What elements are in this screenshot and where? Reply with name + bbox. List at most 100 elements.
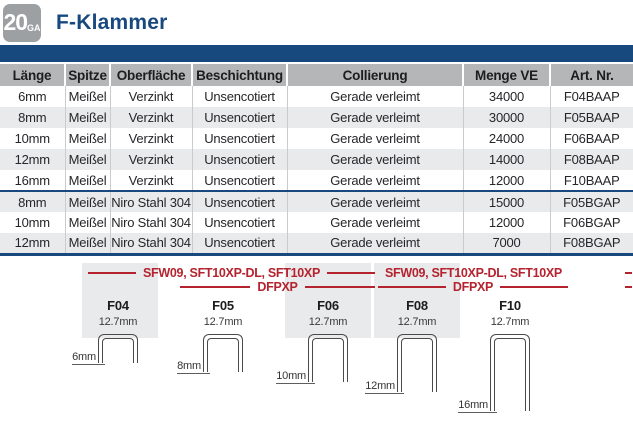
- table-cell: Meißel: [65, 128, 111, 149]
- table-cell: 30000: [463, 107, 551, 128]
- staple-column: F06 12.7mm 10mm: [276, 297, 373, 384]
- table-cell: Verzinkt: [110, 128, 193, 149]
- compatible-tools-annotation: DFPXP: [378, 280, 568, 294]
- table-cell: 12mm: [0, 149, 66, 170]
- table-cell: Gerade verleimt: [287, 128, 464, 149]
- page-title: F-Klammer: [56, 10, 168, 34]
- table-cell: 8mm: [0, 107, 66, 128]
- table-header-cell: Spitze: [65, 64, 111, 86]
- table-cell: Unsencotiert: [192, 233, 288, 254]
- staple-column: F08 12.7mm 12mm: [365, 297, 462, 394]
- staple-leg-length-label: 12mm: [365, 380, 404, 394]
- staple-model-label: F10: [499, 297, 521, 313]
- table-cell: Meißel: [65, 86, 111, 107]
- line-continuation-dash: [625, 271, 632, 274]
- compatible-tools-annotation: SFW09, SFT10XP-DL, SFT10XP: [88, 266, 375, 280]
- table-cell: Niro Stahl 304: [110, 233, 193, 254]
- table-cell: Unsencotiert: [192, 212, 288, 233]
- table-cell: F10BAAP: [563, 172, 620, 188]
- staple-shape: 12mm: [365, 333, 437, 394]
- staple-shape: 16mm: [458, 333, 530, 413]
- table-cell: Unsencotiert: [192, 149, 288, 170]
- table-cell: Meißel: [65, 170, 111, 191]
- table-header-cell: Länge: [0, 64, 66, 86]
- staple-crown-width-label: 12.7mm: [397, 315, 437, 328]
- table-cell: 14000: [463, 149, 551, 170]
- gauge-unit: GA: [27, 23, 41, 33]
- table-cell: Unsencotiert: [192, 107, 288, 128]
- staple-crown-width-label: 12.7mm: [308, 315, 348, 328]
- table-cell: F05BAAP: [563, 110, 620, 125]
- table-cell: Gerade verleimt: [287, 233, 464, 254]
- table-cell: Gerade verleimt: [287, 170, 464, 191]
- staple-leg-length-label: 10mm: [276, 370, 315, 384]
- table-cell: F04BAAP: [563, 89, 620, 104]
- table-cell: 10mm: [0, 128, 66, 149]
- line-continuation-dash: [625, 285, 632, 288]
- table-cell: 34000: [463, 86, 551, 107]
- staple-shape: 8mm: [177, 333, 243, 374]
- staple-leg-length-label: 16mm: [458, 399, 497, 413]
- table-cell: 12000: [463, 212, 551, 233]
- table-cell: 12000: [463, 170, 551, 191]
- table-cell: Gerade verleimt: [287, 149, 464, 170]
- table-cell: Verzinkt: [110, 86, 193, 107]
- table-cell: 8mm: [0, 190, 66, 212]
- table-cell: Unsencotiert: [192, 190, 288, 212]
- table-cell: Niro Stahl 304: [110, 190, 193, 212]
- table-header-cell: Oberfläche: [110, 64, 193, 86]
- table-cell: 16mm: [0, 170, 66, 191]
- table-cell: Gerade verleimt: [287, 212, 464, 233]
- table-cell: F08BGAP: [563, 235, 621, 251]
- table-cell: Unsencotiert: [192, 86, 288, 107]
- staple-crown-width-label: 12.7mm: [203, 315, 243, 328]
- staple-crown-width-label: 12.7mm: [98, 315, 138, 328]
- staple-column: F04 12.7mm 6mm: [72, 297, 163, 365]
- staple-model-label: F06: [317, 297, 339, 313]
- staple-leg-length-label: 8mm: [177, 360, 210, 374]
- staple-column: F10 12.7mm 16mm: [458, 297, 555, 413]
- table-cell: F06BAAP: [563, 131, 620, 146]
- staple-column: F05 12.7mm 8mm: [177, 297, 268, 374]
- table-cell: Meißel: [65, 233, 111, 254]
- table-header-cell: Collierung: [287, 64, 464, 86]
- table-cell: Meißel: [65, 190, 111, 212]
- table-cell: 7000: [463, 233, 551, 254]
- table-cell: Gerade verleimt: [287, 190, 464, 212]
- compatible-tools-annotation: SFW09, SFT10XP-DL, SFT10XP: [378, 266, 568, 280]
- table-cell: Verzinkt: [110, 170, 193, 191]
- staple-model-label: F04: [107, 297, 129, 313]
- staple-model-label: F08: [406, 297, 428, 313]
- table-cell: 24000: [463, 128, 551, 149]
- staple-model-label: F05: [212, 297, 234, 313]
- table-cell: Unsencotiert: [192, 128, 288, 149]
- table-cell: 6mm: [0, 86, 66, 107]
- table-cell: Meißel: [65, 149, 111, 170]
- staple-shape: 6mm: [72, 333, 138, 365]
- table-cell: Gerade verleimt: [287, 86, 464, 107]
- table-cell: Niro Stahl 304: [110, 212, 193, 233]
- table-cell: F05BGAP: [550, 190, 633, 212]
- table-cell: 12mm: [0, 233, 66, 254]
- table-header-cell: Beschichtung: [192, 64, 288, 86]
- title-underline-bar: [0, 45, 633, 62]
- table-cell: F06BGAP: [563, 215, 621, 230]
- staple-crown-width-label: 12.7mm: [490, 315, 530, 328]
- table-cell: Unsencotiert: [192, 170, 288, 191]
- table-cell: Verzinkt: [110, 149, 193, 170]
- table-cell: Verzinkt: [110, 107, 193, 128]
- table-cell: 15000: [463, 190, 551, 212]
